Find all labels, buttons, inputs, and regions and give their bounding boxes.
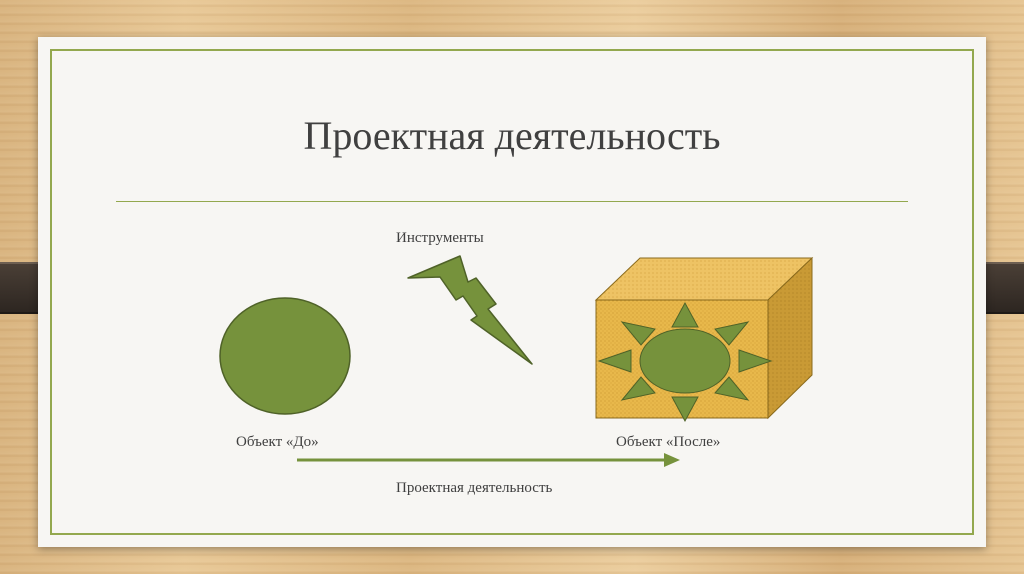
tools-label: Инструменты <box>396 230 484 246</box>
after-label: Объект «После» <box>616 434 721 450</box>
before-label: Объект «До» <box>236 434 319 450</box>
lightning-icon <box>407 255 533 365</box>
process-label: Проектная деятельность <box>396 480 553 496</box>
slide-title: Проектная деятельность <box>303 113 721 158</box>
sun-icon <box>597 301 773 423</box>
title-divider <box>116 201 908 202</box>
slide-border <box>50 49 974 535</box>
circle-shape <box>219 297 351 415</box>
arrow-icon <box>297 453 680 467</box>
slide <box>38 37 986 547</box>
